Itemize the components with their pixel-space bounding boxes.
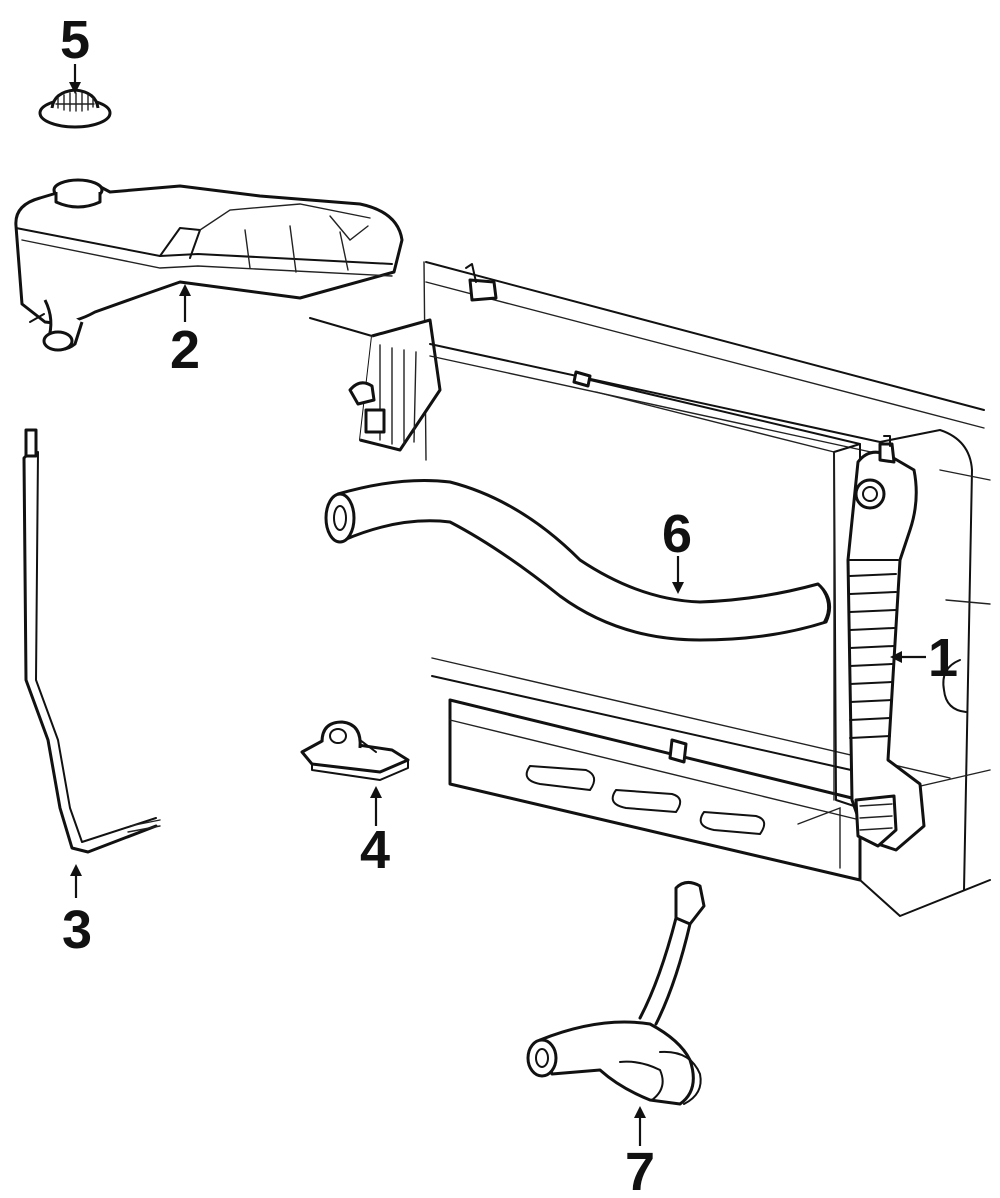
part-4-bracket [300,720,410,781]
callout-6: 6 [662,504,692,564]
core-support-frame [309,261,991,917]
callout-1: 1 [928,628,958,688]
part-2-reservoir [14,178,404,352]
callout-5: 5 [60,10,90,70]
callout-2: 2 [170,320,200,380]
callout-4: 4 [360,820,390,880]
part-3-sensor-rod [22,428,161,854]
part-7-lower-hose [526,881,706,1106]
callout-3: 3 [62,900,92,960]
part-5-cap [38,88,112,129]
callout-arrows [69,64,926,1146]
part-1-radiator [589,379,926,852]
callout-7: 7 [625,1142,655,1198]
part-6-upper-hose [324,479,832,642]
